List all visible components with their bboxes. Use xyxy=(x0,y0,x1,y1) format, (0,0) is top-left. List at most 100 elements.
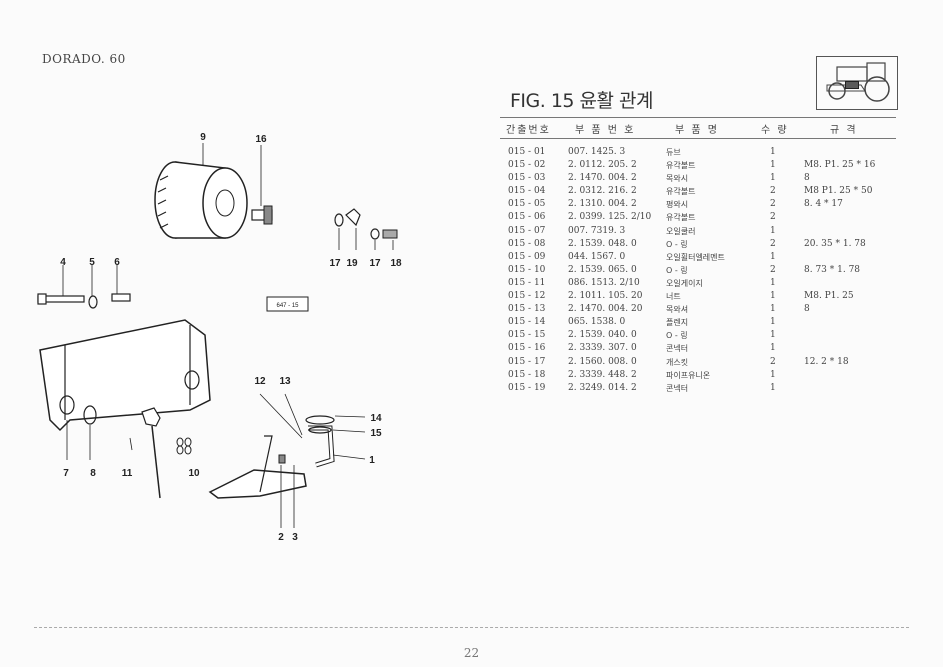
part-name-cell: 유각볼트 xyxy=(666,187,696,197)
part-spec-cell: M8. P1. 25 xyxy=(804,291,854,302)
part-qty-cell: 1 xyxy=(770,317,776,328)
part-number-cell: 2. 1470. 004. 2 xyxy=(568,173,637,184)
callout-2: 2 xyxy=(278,532,284,543)
part-number-cell: 2. 3339. 307. 0 xyxy=(568,343,637,354)
part-name-cell: 오일쿨러 xyxy=(666,226,696,236)
part-number-cell: 2. 1539. 048. 0 xyxy=(568,238,637,249)
callout-16: 16 xyxy=(255,134,267,145)
table-top-rule xyxy=(500,117,896,118)
part-ref-cell: 015 - 08 xyxy=(508,238,546,249)
part-ref-cell: 015 - 05 xyxy=(508,199,546,210)
part-spec-cell: M8. P1. 25 * 16 xyxy=(804,160,876,171)
page-number: 22 xyxy=(463,646,480,660)
part-spec-cell: 12. 2 * 18 xyxy=(804,356,849,367)
bolts-illustration xyxy=(37,265,131,309)
part-qty-cell: 1 xyxy=(770,343,776,354)
oil-filter-illustration xyxy=(154,143,248,239)
part-qty-cell: 2 xyxy=(770,264,776,275)
oil-strainer-illustration xyxy=(208,393,366,528)
part-number-cell: 2. 1539. 040. 0 xyxy=(568,330,637,341)
figure-title: FIG. 15 윤활 관계 xyxy=(510,90,654,112)
part-ref-cell: 015 - 02 xyxy=(508,160,546,171)
part-ref-cell: 015 - 03 xyxy=(508,173,546,184)
part-ref-cell: 015 - 16 xyxy=(508,343,546,354)
part-qty-cell: 1 xyxy=(770,225,776,236)
col-header-part-no: 부 품 번 호 xyxy=(575,125,636,136)
part-qty-cell: 1 xyxy=(770,251,776,262)
callout-11: 11 xyxy=(122,468,133,479)
part-qty-cell: 1 xyxy=(770,382,776,393)
part-number-cell: 2. 1011. 105. 20 xyxy=(568,291,643,302)
part-ref-cell: 015 - 17 xyxy=(508,356,546,367)
part-qty-cell: 1 xyxy=(770,147,776,157)
part-number-cell: 2. 1470. 004. 20 xyxy=(568,304,643,315)
part-name-cell: 평와시 xyxy=(666,200,689,210)
part-number-cell: 2. 1560. 008. 0 xyxy=(568,356,637,367)
part-spec-cell: 8. 4 * 17 xyxy=(804,199,843,210)
part-ref-cell: 015 - 13 xyxy=(508,304,546,315)
tractor-icon xyxy=(826,62,890,102)
dipstick-illustration xyxy=(129,407,192,499)
part-spec-cell: 8. 73 * 1. 78 xyxy=(804,264,861,275)
callout-1: 1 xyxy=(369,455,375,466)
part-qty-cell: 1 xyxy=(770,330,776,341)
callout-19: 19 xyxy=(346,258,358,269)
part-qty-cell: 2 xyxy=(770,199,776,210)
part-qty-cell: 2 xyxy=(770,186,776,197)
part-name-cell: O - 링 xyxy=(666,331,688,341)
part-number-cell: 2. 3339. 448. 2 xyxy=(568,369,637,380)
callout-4: 4 xyxy=(60,257,66,268)
figure-ref-code: 647 - 15 xyxy=(276,303,299,309)
callout-13: 13 xyxy=(279,376,291,387)
part-ref-cell: 015 - 18 xyxy=(508,369,546,380)
part-name-cell: 콘넥터 xyxy=(666,383,689,393)
part-name-cell: 파이프유니온 xyxy=(666,370,711,380)
table-row: 015 - 02 2. 0112. 205. 2 유각볼트 1 M8. P1. 25 *… xyxy=(500,159,900,172)
footer-rule xyxy=(34,627,909,628)
part-number-cell: 086. 1513. 2/10 xyxy=(568,277,640,288)
part-name-cell: 너트 xyxy=(666,292,681,302)
part-name-cell: O - 링 xyxy=(666,239,688,249)
callout-14: 14 xyxy=(370,413,382,424)
part-qty-cell: 1 xyxy=(770,304,776,315)
col-header-qty: 수 량 xyxy=(761,125,789,136)
table-row: 015 - 05 2. 1310. 004. 2 평와시 2 8. 4 * 17 xyxy=(500,198,900,211)
callout-10: 10 xyxy=(188,468,200,479)
part-qty-cell: 1 xyxy=(770,160,776,171)
part-name-cell: O - 링 xyxy=(666,265,688,275)
part-ref-cell: 015 - 04 xyxy=(508,186,546,197)
part-ref-cell: 015 - 10 xyxy=(508,264,546,275)
callout-17b: 17 xyxy=(369,258,381,269)
part-qty-cell: 1 xyxy=(770,277,776,288)
part-ref-cell: 015 - 06 xyxy=(508,212,546,223)
callout-8: 8 xyxy=(90,468,96,479)
part-number-cell: 2. 0399. 125. 2/10 xyxy=(568,212,652,223)
part-name-cell: 목와시 xyxy=(666,174,689,184)
callout-6: 6 xyxy=(114,257,120,268)
part-name-cell: 오일게이지 xyxy=(666,278,703,288)
callout-9: 9 xyxy=(200,132,206,143)
part-ref-cell: 015 - 01 xyxy=(508,147,546,157)
part-number-cell: 2. 0112. 205. 2 xyxy=(568,160,637,171)
callout-15: 15 xyxy=(370,428,382,439)
part-name-cell: 유각볼트 xyxy=(666,161,696,171)
part-qty-cell: 1 xyxy=(770,291,776,302)
part-number-cell: 007. 1425. 3 xyxy=(568,147,626,157)
part-name-cell: 플렌지 xyxy=(666,318,689,328)
part-number-cell: 2. 1310. 004. 2 xyxy=(568,199,637,210)
oil-cooler-illustration xyxy=(39,319,211,460)
callout-18: 18 xyxy=(390,258,402,269)
